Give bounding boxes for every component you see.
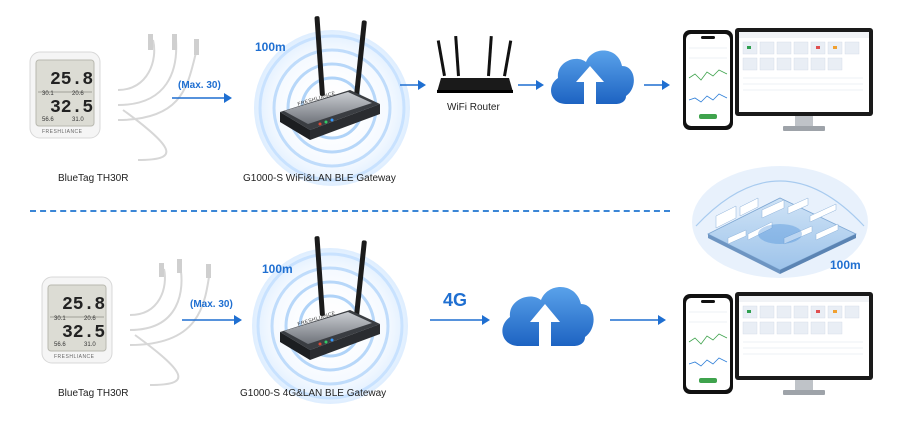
router-label: WiFi Router <box>447 102 500 113</box>
phone-monitor-dashboard-row2 <box>683 292 873 395</box>
sensor-small-right-bottom: 31.0 <box>72 117 84 123</box>
sensor-brand: FRESHLIANCE <box>54 354 95 360</box>
sensor-small-left-top: 30.1 <box>54 316 66 322</box>
arrow-right-icon <box>172 93 232 103</box>
arrow-right-icon <box>182 315 242 325</box>
network-label-4g: 4G <box>443 290 468 310</box>
range-label-row2: 100m <box>262 262 293 276</box>
coverage-label: 100m <box>830 258 861 272</box>
gateway-label-row1: G1000-S WiFi&LAN BLE Gateway <box>243 173 396 184</box>
sensor-reading-top: 25.8 <box>62 295 106 315</box>
sensor-label-row1: BlueTag TH30R <box>58 173 129 184</box>
sensor-reading-bottom: 32.5 <box>62 323 106 343</box>
gateway-label-row2: G1000-S 4G&LAN BLE Gateway <box>240 388 387 399</box>
sensor-device-illustration <box>41 259 211 386</box>
cloud-upload-icon <box>551 50 634 104</box>
sensor-small-left-bottom: 56.6 <box>42 117 54 123</box>
sensor-small-right-top: 20.6 <box>84 316 96 322</box>
ble-gateway-row1 <box>280 16 380 140</box>
sensor-small-right-top: 20.6 <box>72 91 84 97</box>
sensor-brand: FRESHLIANCE <box>42 129 83 135</box>
sensor-label-row2: BlueTag TH30R <box>58 388 129 399</box>
ble-gateway-row2 <box>280 236 380 360</box>
section-divider <box>30 210 670 212</box>
warehouse-floorplan <box>692 166 868 278</box>
wifi-router <box>436 35 513 93</box>
sensor-small-left-top: 30.1 <box>42 91 54 97</box>
sensor-small-right-bottom: 31.0 <box>84 342 96 348</box>
sensor-device-row1: 25.8 30.1 20.6 32.5 56.6 31.0 FRESHLIANC… <box>28 34 199 161</box>
arrow-right-icon <box>400 80 426 90</box>
arrow-right-icon <box>518 80 544 90</box>
cloud-upload-icon <box>502 286 594 346</box>
arrow-right-icon <box>430 315 490 325</box>
sensor-small-left-bottom: 56.6 <box>54 342 66 348</box>
sensor-reading-top: 25.8 <box>50 70 94 90</box>
arrow-right-icon <box>644 80 670 90</box>
sensor-device-row2: 25.8 30.1 20.6 32.5 56.6 31.0 FRESHLIANC… <box>40 259 211 386</box>
range-label-row1: 100m <box>255 40 286 54</box>
max-label-row1: (Max. 30) <box>178 80 221 91</box>
phone-monitor-dashboard-row1 <box>683 28 873 131</box>
max-label-row2: (Max. 30) <box>190 299 233 310</box>
sensor-reading-bottom: 32.5 <box>50 98 94 118</box>
arrow-right-icon <box>610 315 666 325</box>
sensor-device-illustration <box>29 34 199 161</box>
